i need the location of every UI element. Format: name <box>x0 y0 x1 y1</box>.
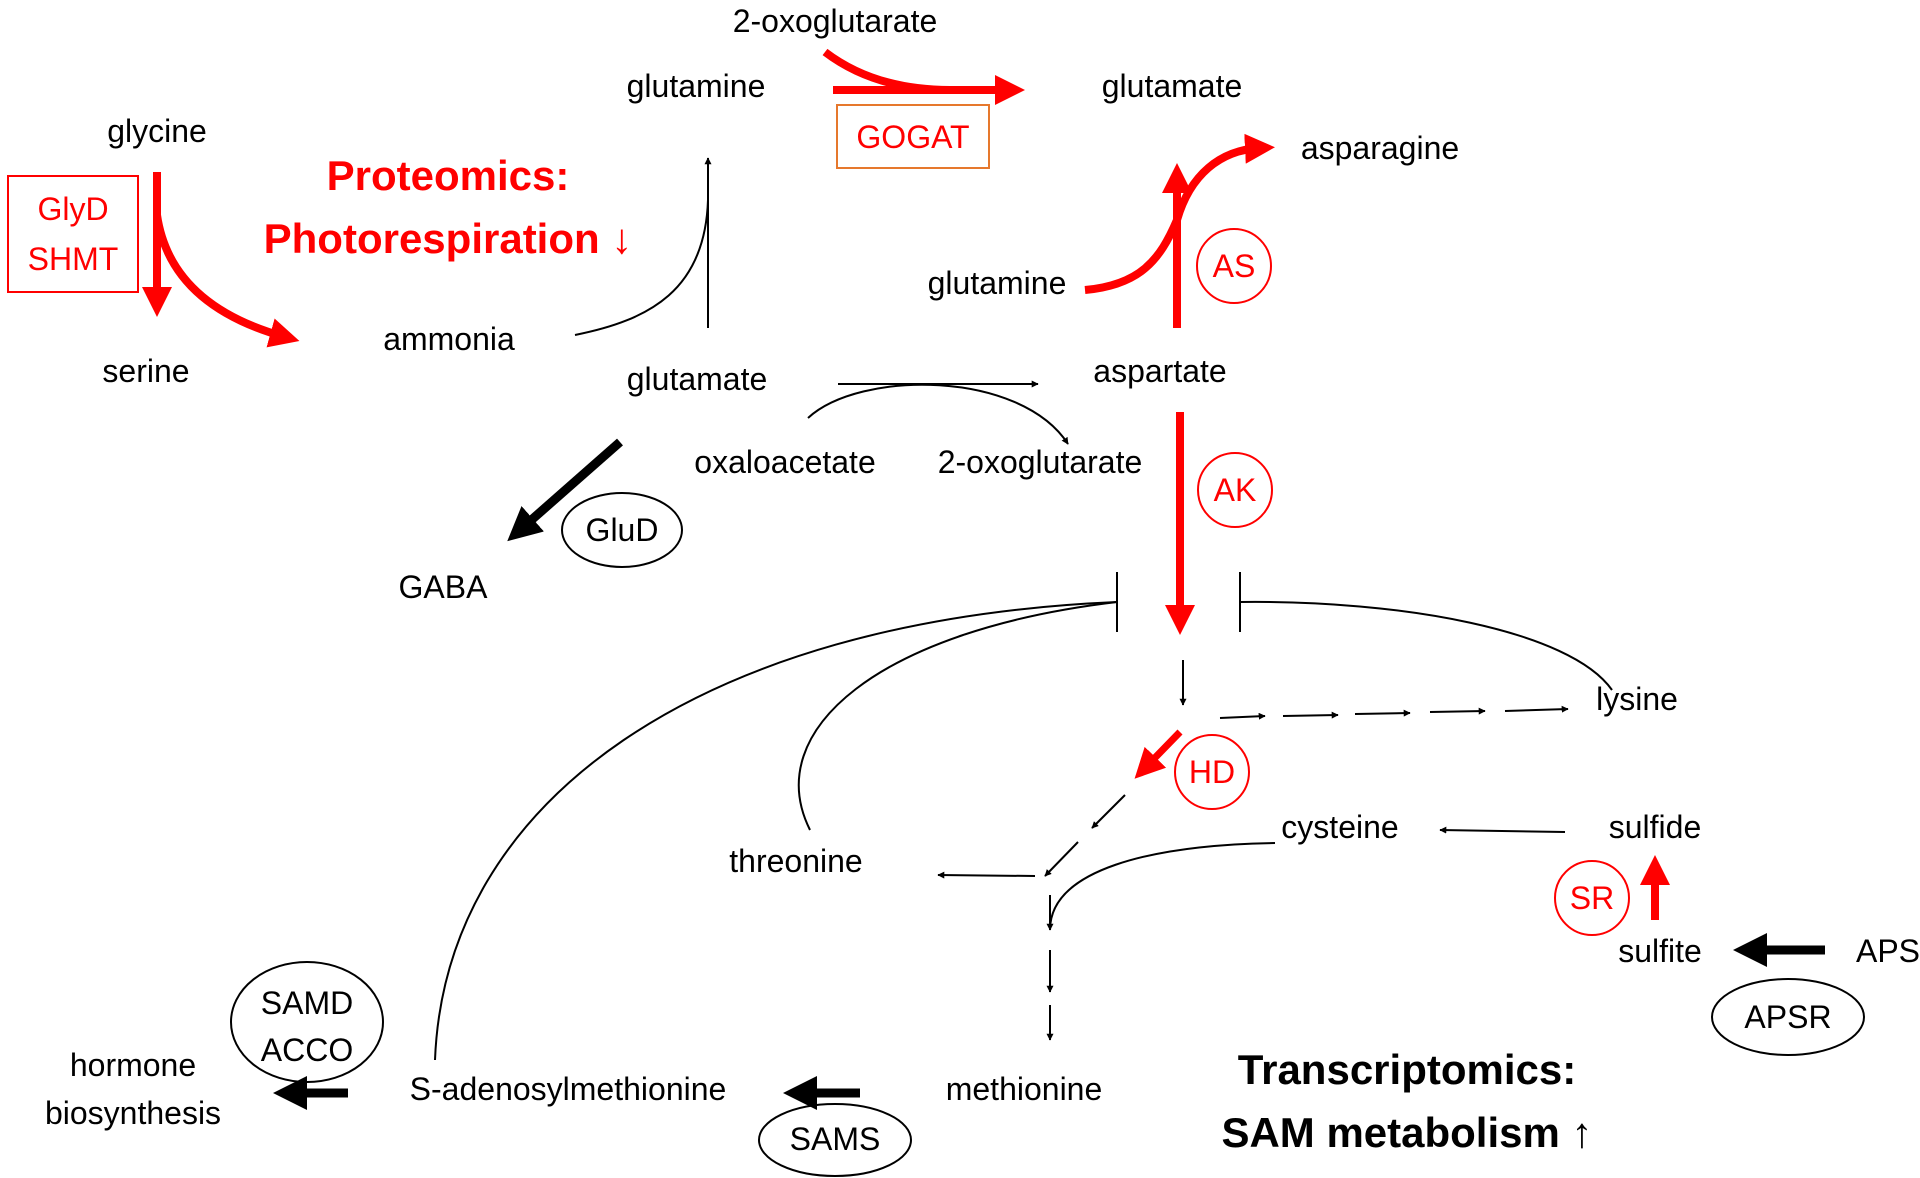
shmt-enzyme-label: SHMT <box>28 241 119 277</box>
label-lysine: lysine <box>1596 681 1678 717</box>
label-methionine: methionine <box>946 1071 1103 1107</box>
sams-enzyme-ellipse <box>758 1103 912 1177</box>
ak-enzyme-label: AK <box>1214 472 1257 508</box>
glyd-shmt-enzyme-box <box>7 175 139 293</box>
homoserine-step-2 <box>1044 841 1079 877</box>
hd-enzyme-label: HD <box>1189 754 1235 790</box>
label-cysteine: cysteine <box>1281 809 1398 845</box>
proteomics-heading-line2: Photorespiration ↓ <box>264 215 633 262</box>
gogat-enzyme-label: GOGAT <box>856 119 969 155</box>
label-ammonia: ammonia <box>383 321 515 357</box>
samd-acco-enzyme-ellipse <box>230 961 384 1083</box>
oxaloacetate-to-2-oxoglutarate-curve <box>807 383 1069 445</box>
lysine-step-4 <box>1429 707 1486 715</box>
ammonia-to-glutamine-curve <box>574 199 709 336</box>
apsr-enzyme-label: APSR <box>1744 999 1831 1035</box>
homoserine-step-1 <box>1091 794 1126 829</box>
samd-enzyme-label: SAMD <box>261 985 353 1021</box>
lysine-step-2 <box>1282 711 1339 719</box>
homoserine-dehydrogenase-arrow <box>1134 729 1183 779</box>
label-gaba: GABA <box>399 569 489 605</box>
label-sulfide: sulfide <box>1609 809 1702 845</box>
sr-enzyme-label: SR <box>1570 880 1614 916</box>
label-glutamate-top: glutamate <box>1102 68 1243 104</box>
transcriptomics-heading-line2: SAM metabolism ↑ <box>1221 1109 1592 1156</box>
sulfide-to-cysteine-arrow <box>1439 826 1566 834</box>
label-asparagine: asparagine <box>1301 130 1459 166</box>
glutamine-to-asparagine-curve <box>1084 133 1275 294</box>
lysine-step-5 <box>1504 705 1569 713</box>
threonine-inhibition-curve <box>797 601 1118 831</box>
to-threonine-arrow <box>937 871 1036 879</box>
as-enzyme-label: AS <box>1213 248 1256 284</box>
as-enzyme-circle <box>1196 228 1272 304</box>
label-hormone-line2: biosynthesis <box>45 1095 221 1131</box>
label-aspartate: aspartate <box>1093 353 1226 389</box>
label-glycine: glycine <box>107 113 207 149</box>
label-hormone-line1: hormone <box>70 1047 196 1083</box>
label-2-oxoglutarate-mid: 2-oxoglutarate <box>938 444 1143 480</box>
sam-inhibition-curve <box>434 601 1118 1061</box>
label-glutamate-mid: glutamate <box>627 361 768 397</box>
label-s-adenosylmethionine: S-adenosylmethionine <box>410 1071 727 1107</box>
label-2-oxoglutarate-top: 2-oxoglutarate <box>733 3 938 39</box>
glutamate-to-gaba-arrow <box>507 438 623 542</box>
label-oxaloacetate: oxaloacetate <box>694 444 875 480</box>
label-glutamine-as: glutamine <box>928 265 1067 301</box>
acco-enzyme-label: ACCO <box>261 1032 353 1068</box>
ak-enzyme-circle <box>1197 452 1273 528</box>
transcriptomics-heading-line1: Transcriptomics: <box>1238 1046 1576 1093</box>
label-serine: serine <box>102 353 189 389</box>
proteomics-heading-line1: Proteomics: <box>327 152 570 199</box>
label-threonine: threonine <box>729 843 862 879</box>
label-aps: APS <box>1856 933 1920 969</box>
apsr-enzyme-ellipse <box>1711 978 1865 1056</box>
glud-enzyme-label: GluD <box>586 512 659 548</box>
lysine-step-3 <box>1354 709 1411 717</box>
hd-enzyme-circle <box>1174 734 1250 810</box>
gogat-enzyme-box <box>836 104 990 169</box>
lysine-step-1 <box>1219 712 1266 720</box>
label-sulfite: sulfite <box>1618 933 1702 969</box>
gogat-co-substrate-arrow <box>822 48 951 94</box>
glyd-enzyme-label: GlyD <box>37 191 108 227</box>
lysine-inhibition-curve <box>1239 600 1613 691</box>
cysteine-to-cystathionine-curve <box>1049 842 1276 931</box>
sr-enzyme-circle <box>1554 860 1630 936</box>
label-glutamine-top: glutamine <box>627 68 766 104</box>
glycine-to-ammonia-arrow <box>153 214 300 348</box>
glud-enzyme-ellipse <box>561 492 683 568</box>
sams-enzyme-label: SAMS <box>790 1121 881 1157</box>
